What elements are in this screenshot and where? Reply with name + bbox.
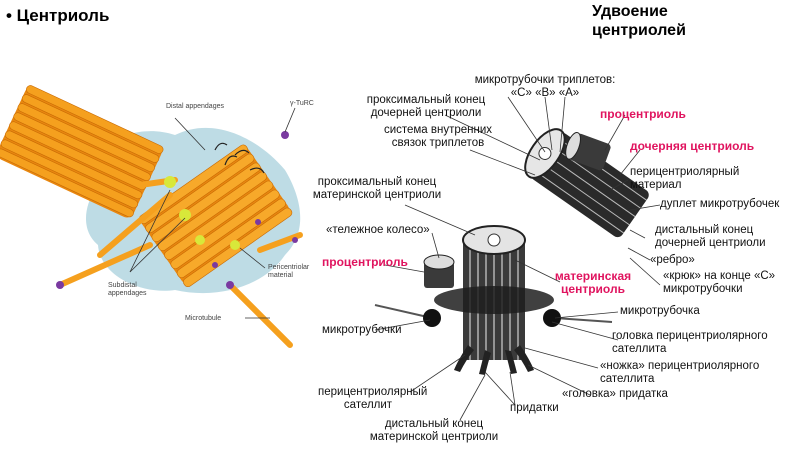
- distal-appendage-fibers: [214, 142, 265, 174]
- proximal-centriole-bundle: [138, 144, 293, 288]
- satellite-heads: [423, 309, 561, 327]
- label-distal-end-mother: дистальный конец материнской центриоли: [369, 418, 499, 443]
- label-microtubule-doublet: дуплет микротрубочек: [660, 198, 780, 210]
- label-distal-end-daughter: дистальный конец дочерней центриоли: [655, 224, 766, 249]
- label-pericentriolar-satellite: перицентриолярный сателлит: [318, 386, 428, 411]
- right-microtubules: [374, 304, 613, 323]
- label-pericentriolar-material-en: Pericentriolar material: [268, 264, 310, 279]
- label-triplet-link-system: система внутренних связок триплетов: [383, 124, 493, 149]
- label-satellite-head: головка перицентриолярного сателлита: [612, 330, 768, 355]
- label-proximal-end-mother: проксимальный конец материнской центриол…: [312, 176, 442, 201]
- label-rib: «ребро»: [650, 254, 695, 266]
- bullet-title: • Центриоль: [6, 6, 110, 25]
- subdistal-appendages: [164, 176, 240, 250]
- label-daughter-centriole: дочерняя центриоль: [630, 139, 755, 153]
- label-appendages: придатки: [510, 402, 559, 414]
- procentriole-top: [565, 132, 611, 171]
- label-procentriole-top: процентриоль: [600, 107, 686, 121]
- label-pericentriolar-material: перицентриолярный материал: [630, 166, 740, 191]
- label-cartwheel: «тележное колесо»: [326, 224, 430, 236]
- label-appendage-head: «головка» придатка: [562, 388, 668, 400]
- label-proximal-end-daughter: проксимальный конец дочерней центриоли: [366, 94, 486, 119]
- label-triplet-microtubules: микротрубочки триплетов: «С» «В» «А»: [474, 74, 616, 99]
- daughter-centriole: [524, 128, 649, 238]
- main-title: Удвоение центриолей: [592, 3, 686, 39]
- label-procentriole-left: процентриоль: [322, 255, 408, 269]
- label-subdistal-appendages: Subdistal appendages: [108, 282, 147, 297]
- label-distal-appendages: Distal appendages: [166, 103, 224, 110]
- distal-centriole-bundle: [0, 85, 164, 218]
- right-leader-lines: [374, 96, 661, 421]
- label-microtubules: микротрубочки: [322, 324, 402, 336]
- mother-centriole: [434, 225, 554, 360]
- left-leader-lines: [129, 107, 296, 319]
- label-microtubule: микротрубочка: [620, 305, 700, 317]
- label-microtubule-en: Microtubule: [185, 315, 222, 322]
- procentriole-left: [423, 254, 455, 288]
- label-hook: «крюк» на конце «С» микротрубочки: [663, 270, 776, 295]
- label-mother-centriole: материнская центриоль: [554, 269, 632, 296]
- label-satellite-foot: «ножка» перицентриолярного сателлита: [600, 360, 760, 385]
- label-gamma-turc: γ-TuRC: [290, 100, 314, 107]
- gamma-turc-caps: [56, 131, 298, 289]
